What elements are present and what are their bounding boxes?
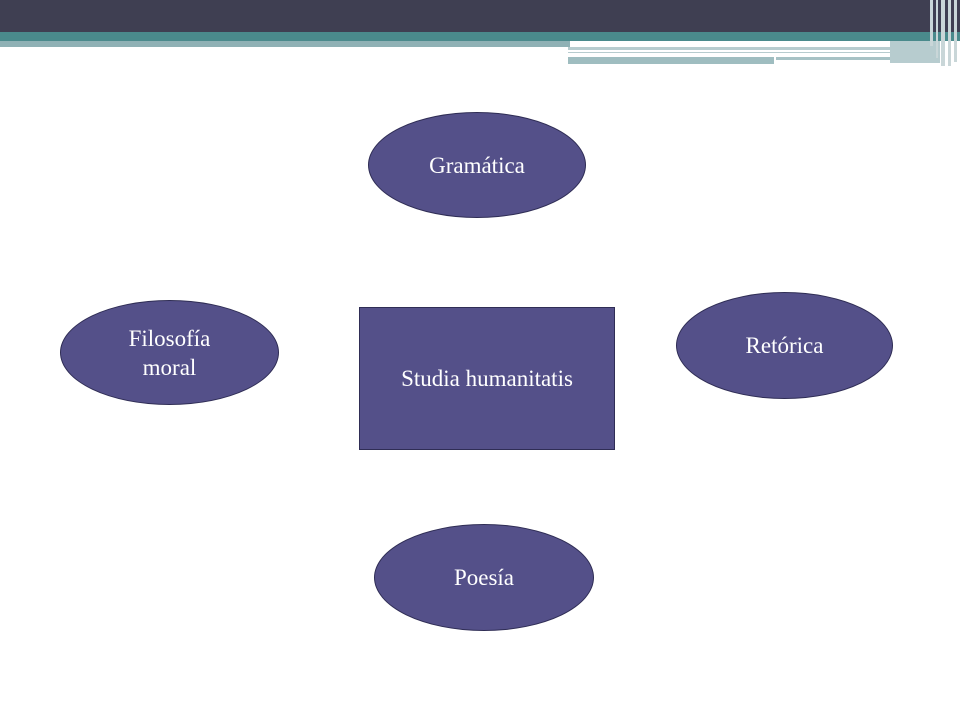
header-light-band	[0, 41, 570, 47]
node-label: Retórica	[745, 333, 824, 358]
header-vertical-bar	[954, 0, 957, 62]
center-node-studia-humanitatis: Studia humanitatis	[359, 307, 615, 450]
header-vertical-bar	[930, 0, 933, 46]
header-accent-strip	[776, 57, 940, 60]
node-label: Filosofía moral	[128, 325, 211, 380]
header-corner-block	[890, 41, 940, 63]
node-retorica: Retórica	[676, 292, 893, 399]
node-label: Poesía	[453, 565, 515, 590]
header-vertical-bar	[948, 0, 951, 66]
node-label: Gramática	[429, 152, 525, 178]
node-filosofia-moral: Filosofía moral	[60, 300, 279, 405]
header-teal-band	[0, 32, 960, 41]
header-vertical-bar	[941, 0, 945, 66]
header-accent-strip	[568, 57, 774, 64]
header-accent-line	[568, 50, 890, 52]
node-gramatica: Gramática	[368, 112, 586, 218]
header-vertical-bar	[936, 0, 938, 58]
center-node-label: Studia humanitatis	[401, 366, 573, 391]
node-poesia: Poesía	[374, 524, 594, 631]
header-dark-band	[0, 0, 960, 32]
